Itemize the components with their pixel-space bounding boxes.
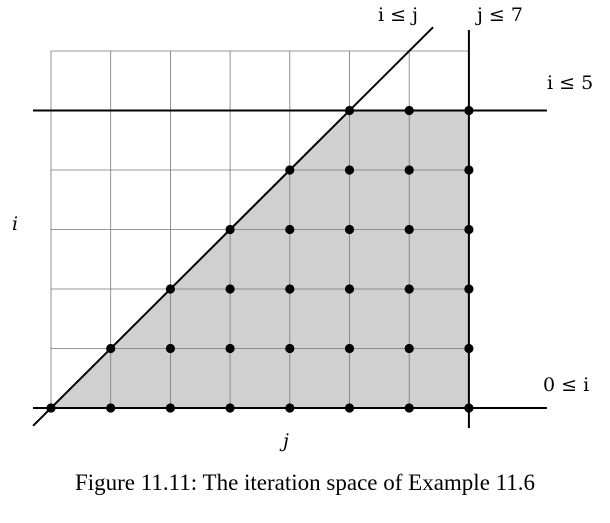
iteration-point	[404, 165, 414, 175]
iteration-point	[464, 165, 474, 175]
iteration-point	[464, 403, 474, 413]
axis-label-i: i	[12, 213, 18, 235]
iteration-point	[225, 224, 235, 235]
iteration-point	[344, 403, 355, 413]
iteration-point	[106, 403, 116, 413]
iteration-point	[106, 343, 116, 354]
iteration-point	[404, 343, 414, 354]
iteration-point	[225, 343, 235, 354]
constraint-label-i-le-j: i ≤ j	[378, 4, 418, 26]
iteration-point	[464, 105, 474, 116]
constraint-label-i-le-5: i ≤ 5	[547, 72, 593, 94]
iteration-space-diagram: i ≤ j j ≤ 7 i ≤ 5 0 ≤ i i j	[12, 4, 593, 452]
iteration-point	[165, 343, 175, 354]
constraint-label-j-le-7: j ≤ 7	[475, 4, 523, 26]
iteration-point	[344, 224, 355, 235]
iteration-point	[344, 165, 355, 175]
iteration-point	[344, 105, 355, 116]
iteration-point	[344, 284, 355, 294]
iteration-point	[404, 224, 414, 235]
figure-caption: Figure 11.11: The iteration space of Exa…	[74, 470, 536, 495]
iteration-points	[46, 105, 474, 413]
iteration-point	[464, 343, 474, 354]
iteration-point	[225, 403, 235, 413]
iteration-point	[225, 284, 235, 294]
iteration-point	[285, 403, 295, 413]
iteration-point	[344, 343, 355, 354]
iteration-point	[464, 224, 474, 235]
iteration-point	[285, 343, 295, 354]
iteration-point	[404, 284, 414, 294]
constraint-label-zero-le-i: 0 ≤ i	[543, 374, 589, 396]
iteration-point	[46, 403, 56, 413]
iteration-point	[404, 105, 414, 116]
axis-label-j: j	[279, 430, 289, 452]
feasible-region	[51, 110, 469, 408]
iteration-point	[165, 284, 175, 294]
iteration-point	[404, 403, 414, 413]
iteration-point	[285, 284, 295, 294]
iteration-point	[285, 224, 295, 235]
iteration-point	[464, 284, 474, 294]
iteration-point	[165, 403, 175, 413]
iteration-point	[285, 165, 295, 175]
